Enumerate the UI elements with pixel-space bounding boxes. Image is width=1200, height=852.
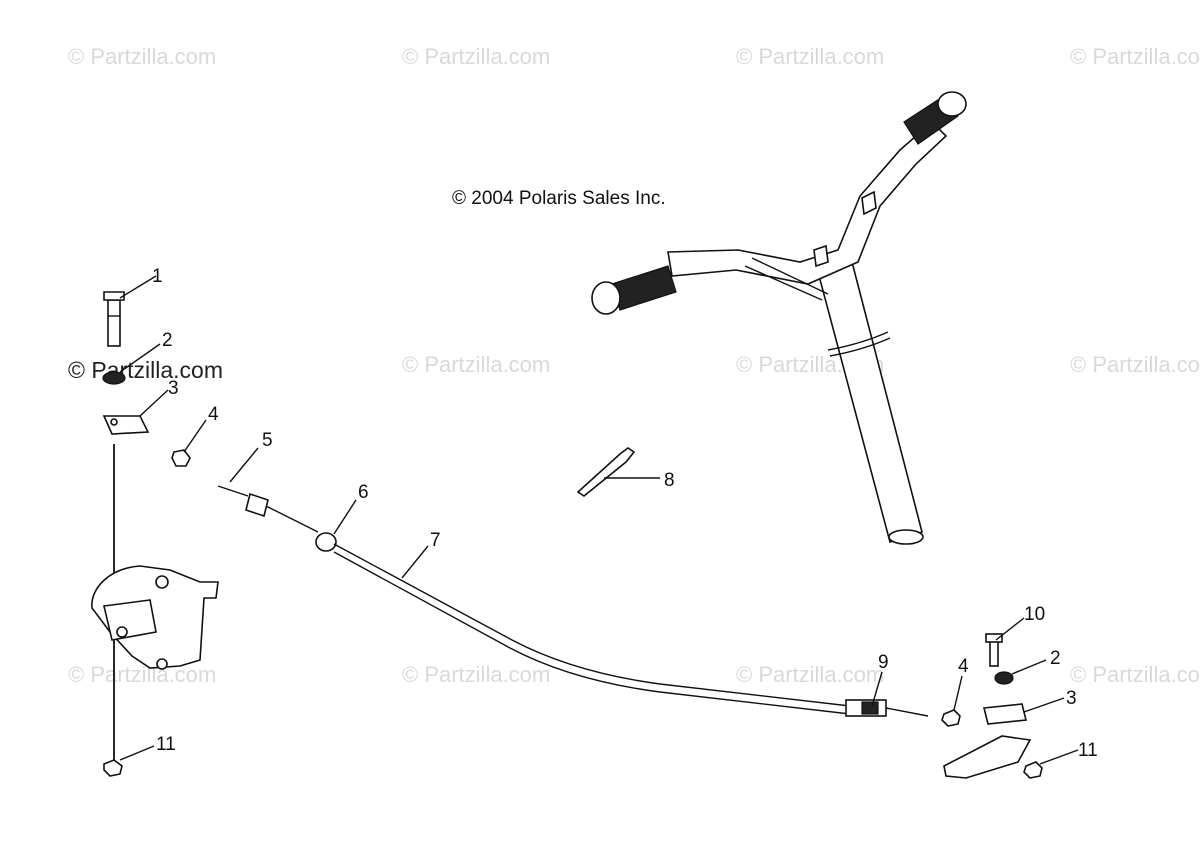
washer-part-2-right xyxy=(994,671,1014,685)
callout-7: 7 xyxy=(430,530,441,551)
watermark: © Partzilla.com xyxy=(68,44,216,69)
housing-lever xyxy=(103,599,157,641)
bolt-head xyxy=(103,291,125,301)
nut-part-11 xyxy=(103,759,123,777)
cable-housing-7-edge xyxy=(333,551,851,715)
post-clamp xyxy=(827,331,889,351)
callout-4-right: 4 xyxy=(958,656,969,677)
housing-mount xyxy=(116,626,128,638)
watermark: © Partzilla.com xyxy=(402,44,550,69)
handlebar-assembly xyxy=(591,91,967,545)
watermark: © Partzilla.com xyxy=(736,662,884,687)
leader-11-right xyxy=(1039,749,1079,765)
adjuster-thread xyxy=(861,701,879,715)
cable-end-5 xyxy=(217,485,249,497)
callout-10: 10 xyxy=(1024,604,1045,625)
housing-body xyxy=(91,565,219,669)
leader-3 xyxy=(139,389,169,417)
watermark: © Partzilla.com xyxy=(736,44,884,69)
watermark: © Partzilla.com xyxy=(402,352,550,377)
copyright-text: © 2004 Polaris Sales Inc. xyxy=(452,188,666,209)
lever-arm-part-3-right xyxy=(983,703,1027,725)
callout-3: 3 xyxy=(168,378,179,399)
housing-mount xyxy=(156,658,168,670)
crossbar-brace-edge xyxy=(751,257,829,295)
crossbar-brace xyxy=(744,265,823,301)
leader-6 xyxy=(333,499,357,535)
callout-1: 1 xyxy=(152,266,163,287)
housing-pivot xyxy=(155,575,169,589)
right-grip-end xyxy=(937,91,967,117)
leader-3-right xyxy=(1023,697,1065,713)
tab-bracket xyxy=(813,244,829,268)
cable-sleeve xyxy=(265,505,319,533)
cable-nut-6 xyxy=(315,532,337,552)
handlebar-tube xyxy=(667,120,948,285)
steering-post xyxy=(817,260,923,544)
bolt-shank xyxy=(107,299,121,347)
callout-9: 9 xyxy=(878,652,889,673)
watermark: © Partzilla.com xyxy=(1070,352,1200,377)
leader-lines xyxy=(119,275,1079,765)
watermark: © Partzilla.com xyxy=(68,662,216,687)
callout-5: 5 xyxy=(262,430,273,451)
leader-11 xyxy=(119,745,155,761)
bolt-part-10 xyxy=(989,639,999,667)
nut-part-4-right xyxy=(941,709,961,727)
right-side-hardware xyxy=(941,633,1043,779)
callout-2: 2 xyxy=(162,330,173,351)
cable-bushing xyxy=(245,492,269,518)
leader-1 xyxy=(119,275,157,299)
throttle-block xyxy=(943,735,1032,779)
tab-bracket xyxy=(861,190,877,216)
leader-9 xyxy=(871,671,883,707)
watermark: © Partzilla.com xyxy=(1070,44,1200,69)
watermark-layer: © Partzilla.com © Partzilla.com © Partzi… xyxy=(68,44,1200,687)
callout-6: 6 xyxy=(358,482,369,503)
leader-2 xyxy=(119,343,161,373)
callout-labels: 1 2 3 4 5 6 7 8 9 10 2 4 3 11 11 xyxy=(152,266,1098,761)
lever-hole xyxy=(110,418,118,426)
leader-4-right xyxy=(953,675,963,711)
washer-part-2 xyxy=(102,371,126,385)
callout-11: 11 xyxy=(156,734,176,755)
steering-post-end xyxy=(888,529,924,545)
callout-2-right: 2 xyxy=(1050,648,1061,669)
nut-part-11-right xyxy=(1023,761,1043,779)
leader-4 xyxy=(183,419,207,453)
nut-part-4 xyxy=(171,449,191,467)
bolt-part-10-head xyxy=(985,633,1003,643)
watermark: © Partzilla.com xyxy=(402,662,550,687)
callout-3-right: 3 xyxy=(1066,688,1077,709)
left-grip-end xyxy=(591,281,621,315)
leader-2-right xyxy=(1011,659,1047,675)
leader-7 xyxy=(401,545,429,579)
watermark: © Partzilla.com xyxy=(1070,662,1200,687)
watermark-overlay: © Partzilla.com xyxy=(68,357,223,383)
throttle-cable xyxy=(217,485,929,717)
left-grip xyxy=(611,265,677,311)
leader-5 xyxy=(229,447,259,483)
cable-wire-end xyxy=(885,707,929,717)
tie-strap-part-8 xyxy=(576,447,636,497)
callout-4: 4 xyxy=(208,404,219,425)
bolt-part-1 xyxy=(103,291,125,347)
lever-arm-part-3 xyxy=(102,415,150,435)
callout-11-right: 11 xyxy=(1078,740,1098,761)
throttle-housing xyxy=(91,565,219,670)
callout-8: 8 xyxy=(664,470,675,491)
post-clamp-band xyxy=(829,337,891,357)
leader-10 xyxy=(995,617,1025,641)
cable-housing-7 xyxy=(333,543,851,707)
